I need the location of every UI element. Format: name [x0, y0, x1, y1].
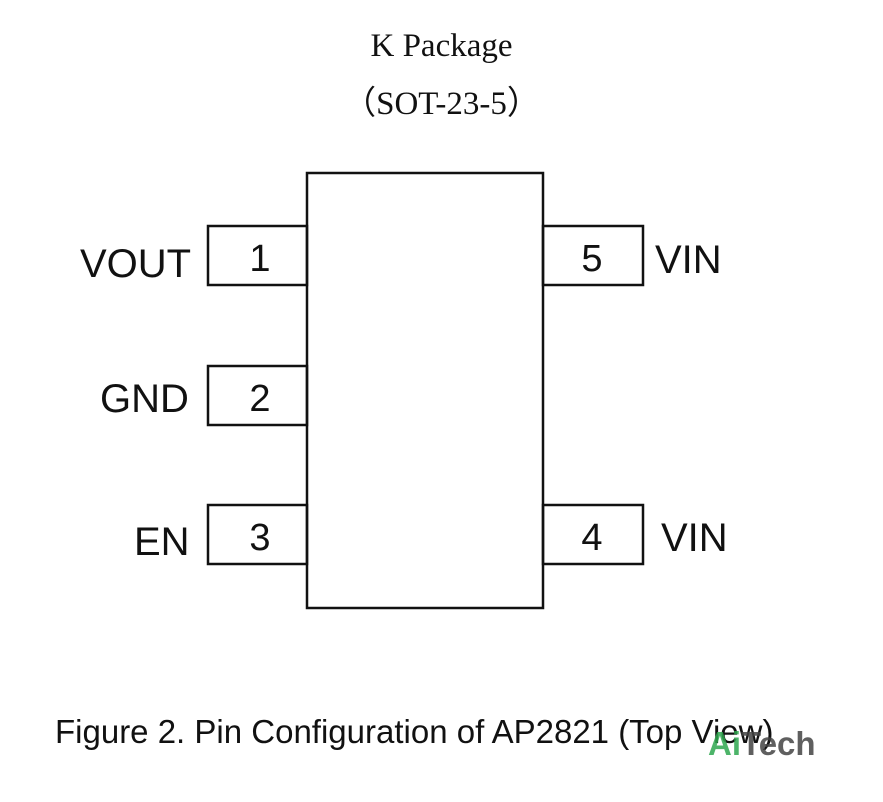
- package-title: K Package: [370, 28, 513, 64]
- pin-4-label: VIN: [661, 516, 728, 560]
- pin-1-number: 1: [249, 238, 271, 280]
- package-subtitle: （SOT-23-5）: [343, 86, 540, 122]
- pin-2-label: GND: [100, 377, 189, 421]
- pin-4-pad: [541, 503, 645, 566]
- ic-body: [305, 171, 545, 610]
- watermark-ai: Ai: [708, 725, 741, 762]
- pin-5-number: 5: [581, 238, 603, 280]
- pin-2-number: 2: [249, 378, 271, 420]
- pin-3-number: 3: [249, 517, 271, 559]
- pin-3-label: EN: [134, 520, 190, 564]
- pin-3-pad: [206, 503, 309, 566]
- figure-caption: Figure 2. Pin Configuration of AP2821 (T…: [55, 713, 774, 750]
- pin-4-number: 4: [581, 517, 603, 559]
- watermark-tech: Tech: [741, 725, 816, 762]
- pin-1-pad: [206, 224, 309, 287]
- pin-2-pad: [206, 364, 309, 427]
- watermark-logo: AiTech: [708, 725, 816, 763]
- pin-5-label: VIN: [655, 238, 722, 282]
- pin-1-label: VOUT: [80, 242, 192, 286]
- pin-5-pad: [541, 224, 645, 287]
